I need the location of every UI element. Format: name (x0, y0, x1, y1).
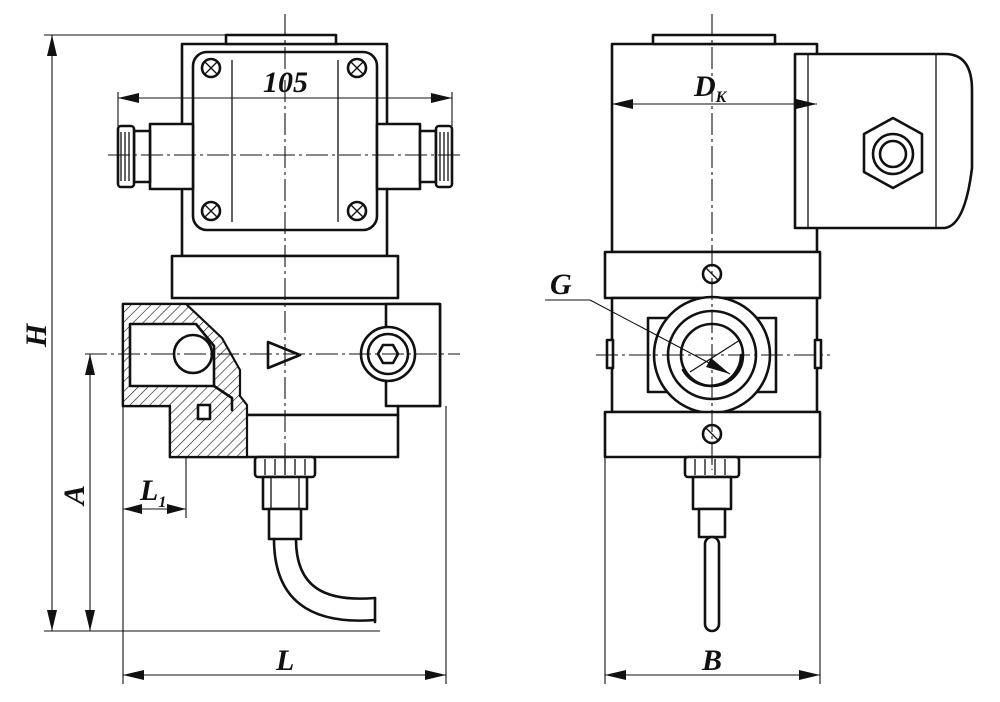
front-view (85, 14, 462, 624)
cable-gland-front-icon (862, 116, 924, 190)
dim-label-l1: L1 (139, 474, 166, 511)
cable-gland-right (375, 122, 454, 191)
cover-screw-icon (200, 57, 368, 222)
bottom-cable-entry (253, 455, 377, 624)
side-view (596, 14, 974, 633)
dim-label-b: B (701, 644, 722, 677)
bottom-cable-entry-side (683, 455, 741, 633)
dim-label-l: L (275, 644, 294, 677)
cable-gland-left (116, 122, 195, 191)
dim-label-105: 105 (263, 66, 308, 99)
flow-direction-icon (266, 340, 302, 370)
dim-label-a: A (58, 485, 91, 507)
end-plug-right (359, 302, 442, 408)
coil-housing-side (610, 42, 819, 254)
dim-label-g: G (550, 268, 572, 301)
dim-label-h: H (20, 322, 53, 348)
top-cap-side (651, 33, 777, 46)
top-cap (224, 33, 338, 46)
dimension-lines (44, 34, 821, 684)
dim-label-dk: DK (693, 70, 728, 106)
